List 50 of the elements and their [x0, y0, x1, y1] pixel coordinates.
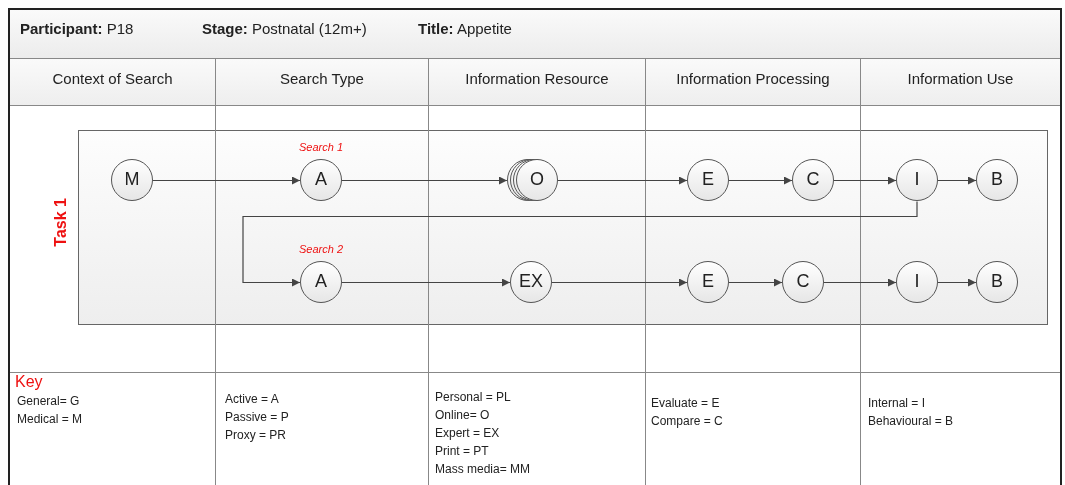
- circle-node: M: [110, 158, 154, 202]
- key-entry: Medical = M: [17, 412, 83, 426]
- arrow: [823, 278, 897, 287]
- search-caption: Search 2: [298, 243, 344, 255]
- circle-node: C: [781, 260, 825, 304]
- circle-node: A: [299, 158, 343, 202]
- key-entry: Proxy = PR: [225, 428, 287, 442]
- circle-node: EX: [509, 260, 553, 304]
- circle-node: B: [975, 158, 1019, 202]
- key-entry: Evaluate = E: [651, 396, 720, 410]
- circle-node: B: [975, 260, 1019, 304]
- circle-node: E: [686, 158, 730, 202]
- arrow: [341, 176, 508, 185]
- circle-node: A: [299, 260, 343, 304]
- key-heading: Key: [15, 373, 43, 391]
- arrow: [152, 176, 301, 185]
- key-entry: Behavioural = B: [868, 414, 954, 428]
- arrow: [341, 278, 511, 287]
- key-entry: Print = PT: [435, 444, 489, 458]
- circle-node: I: [895, 260, 939, 304]
- key-entry: Personal = PL: [435, 390, 511, 404]
- arrow: [551, 278, 688, 287]
- search-caption: Search 1: [298, 141, 344, 153]
- key-entry: Active = A: [225, 392, 279, 406]
- key-entry: Compare = C: [651, 414, 723, 428]
- header-field: Stage: Postnatal (12m+): [202, 20, 367, 37]
- column-header: Information Processing: [675, 70, 831, 87]
- column-header: Information Use: [906, 70, 1015, 87]
- key-entry: Mass media= MM: [435, 462, 531, 476]
- lane-title: Task 1: [52, 197, 70, 247]
- circle-node: C: [791, 158, 835, 202]
- column-header: Search Type: [279, 70, 365, 87]
- arrow: [728, 176, 793, 185]
- arrow: [242, 200, 918, 287]
- key-entry: Passive = P: [225, 410, 289, 424]
- key-entry: Online= O: [435, 408, 490, 422]
- circle-node: I: [895, 158, 939, 202]
- key-entry: Internal = I: [868, 396, 926, 410]
- key-entry: Expert = EX: [435, 426, 500, 440]
- header-field: Title: Appetite: [418, 20, 512, 37]
- arrow: [728, 278, 783, 287]
- header-field: Participant: P18: [20, 20, 134, 37]
- key-entry: General= G: [17, 394, 80, 408]
- column-header: Context of Search: [51, 70, 174, 87]
- circle-node: E: [686, 260, 730, 304]
- arrow: [557, 176, 688, 185]
- arrow: [937, 176, 977, 185]
- arrow: [833, 176, 897, 185]
- arrow: [937, 278, 977, 287]
- column-header: Information Resource: [464, 70, 610, 87]
